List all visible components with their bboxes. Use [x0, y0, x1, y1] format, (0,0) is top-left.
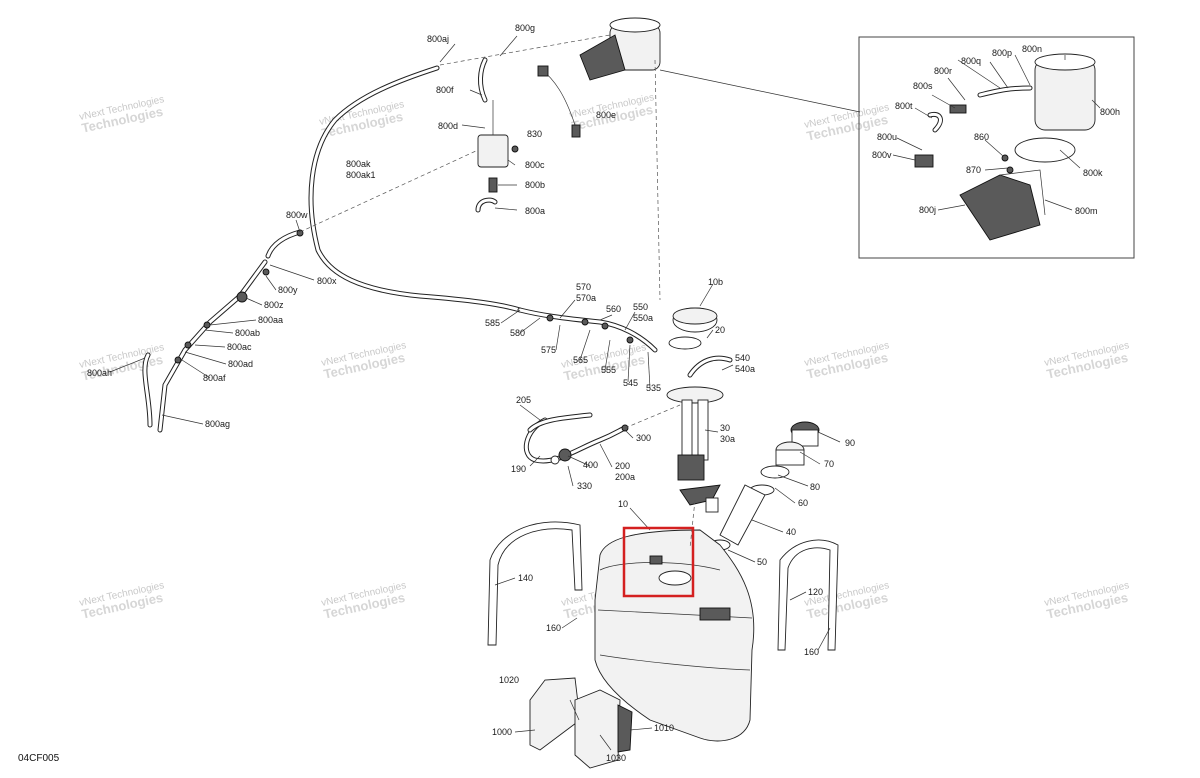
callout-800aa: 800aa	[258, 315, 283, 325]
vent-hose-assembly	[142, 57, 523, 433]
fuel-tank	[594, 529, 755, 742]
callout-40: 40	[786, 527, 796, 537]
callout-800ag: 800ag	[205, 419, 230, 429]
callout-800r: 800r	[934, 66, 952, 76]
callout-800aj: 800aj	[427, 34, 449, 44]
callout-540: 540	[735, 353, 750, 363]
callout-540a: 540a	[735, 364, 755, 374]
callout-550: 550	[633, 302, 648, 312]
filter-body	[477, 134, 509, 168]
callout-800n: 800n	[1022, 44, 1042, 54]
callout-50: 50	[757, 557, 767, 567]
callout-200a: 200a	[615, 472, 635, 482]
callout-800f: 800f	[436, 85, 454, 95]
callout-800w: 800w	[286, 210, 308, 220]
callout-205: 205	[516, 395, 531, 405]
vent-line-540	[517, 307, 658, 353]
callout-800e: 800e	[596, 110, 616, 120]
callout-1010: 1010	[654, 723, 674, 733]
callout-800af: 800af	[203, 373, 226, 383]
callout-800t: 800t	[895, 101, 913, 111]
callout-585: 585	[485, 318, 500, 328]
callout-560: 560	[606, 304, 621, 314]
callout-800ah: 800ah	[87, 368, 112, 378]
callout-10b: 10b	[708, 277, 723, 287]
callout-1030: 1030	[606, 753, 626, 763]
callout-800ab: 800ab	[235, 328, 260, 338]
callout-570: 570	[576, 282, 591, 292]
callout-800y: 800y	[278, 285, 298, 295]
callout-800u: 800u	[877, 132, 897, 142]
callout-60: 60	[798, 498, 808, 508]
callout-800v: 800v	[872, 150, 892, 160]
callout-20: 20	[715, 325, 725, 335]
callout-800p: 800p	[992, 48, 1012, 58]
callout-10: 10	[618, 499, 628, 509]
inset-leader-line	[659, 69, 861, 113]
callout-800ak: 800ak	[346, 159, 371, 169]
callout-570a: 570a	[576, 293, 596, 303]
callout-535: 535	[646, 383, 661, 393]
fuel-filter-group	[475, 100, 519, 213]
callout-800k: 800k	[1083, 168, 1103, 178]
callout-160: 160	[804, 647, 819, 657]
supply-hose-200	[523, 412, 629, 465]
tank-strap-120	[777, 539, 839, 651]
heat-shields	[529, 677, 633, 769]
callout-labels: 800aj 800g 800f 800e 800d 830 800c 800b …	[87, 23, 1120, 763]
fuel-pump-module	[666, 307, 733, 506]
callout-800q: 800q	[961, 56, 981, 66]
filler-neck-group	[705, 421, 820, 551]
callout-800ac: 800ac	[227, 342, 252, 352]
callout-800c: 800c	[525, 160, 545, 170]
callout-800b: 800b	[525, 180, 545, 190]
callout-800g: 800g	[515, 23, 535, 33]
callout-leaders	[109, 35, 1101, 751]
callout-30a: 30a	[720, 434, 735, 444]
callout-800ad: 800ad	[228, 359, 253, 369]
callout-800m: 800m	[1075, 206, 1098, 216]
callout-580: 580	[510, 328, 525, 338]
callout-545: 545	[623, 378, 638, 388]
callout-830: 830	[527, 129, 542, 139]
callout-330: 330	[577, 481, 592, 491]
callout-300: 300	[636, 433, 651, 443]
callout-860: 860	[974, 132, 989, 142]
callout-30: 30	[720, 423, 730, 433]
callout-550a: 550a	[633, 313, 653, 323]
callout-90: 90	[845, 438, 855, 448]
evap-canister-top	[537, 17, 661, 138]
callout-800h: 800h	[1100, 107, 1120, 117]
callout-800ak1: 800ak1	[346, 170, 376, 180]
highlight-selection-box[interactable]	[622, 526, 695, 598]
callout-800d: 800d	[438, 121, 458, 131]
callout-1020: 1020	[499, 675, 519, 685]
callout-575: 575	[541, 345, 556, 355]
callout-200: 200	[615, 461, 630, 471]
callout-80: 80	[810, 482, 820, 492]
diagram-code-label: 04CF005	[18, 753, 60, 764]
assembly-dash-lines	[299, 34, 696, 549]
callout-800x: 800x	[317, 276, 337, 286]
callout-70: 70	[824, 459, 834, 469]
callout-870: 870	[966, 165, 981, 175]
inset-canister-assembly	[914, 53, 1096, 241]
callout-565: 565	[573, 355, 588, 365]
callout-400: 400	[583, 460, 598, 470]
callout-800a: 800a	[525, 206, 545, 216]
detail-inset-frame	[858, 36, 1135, 259]
callout-190: 190	[511, 464, 526, 474]
callout-120: 120	[808, 587, 823, 597]
tank-strap-140	[487, 521, 583, 646]
callout-160: 160	[546, 623, 561, 633]
callout-140: 140	[518, 573, 533, 583]
callout-800j: 800j	[919, 205, 936, 215]
callout-800z: 800z	[264, 300, 284, 310]
callout-1000: 1000	[492, 727, 512, 737]
callout-555: 555	[601, 365, 616, 375]
callout-800s: 800s	[913, 81, 933, 91]
